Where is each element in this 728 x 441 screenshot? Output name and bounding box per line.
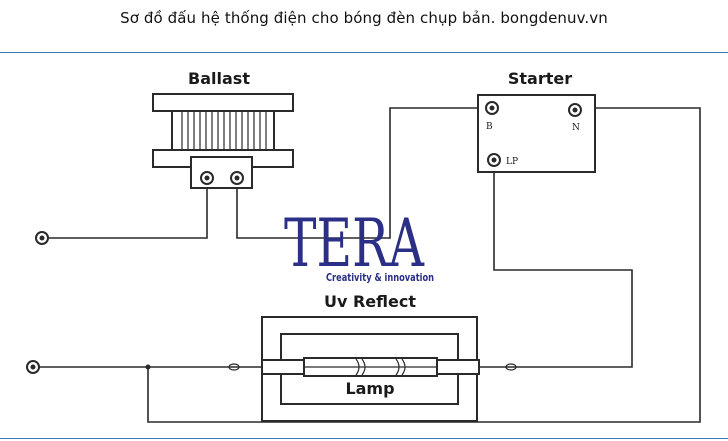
lamp-end-cap-left [261,359,305,375]
ballast-terminal-block [190,156,253,189]
wire-ballast-to-starter [236,107,492,239]
starter-pin-n-label: N [572,123,580,133]
lamp-label: Lamp [345,379,394,398]
input-terminal-top [35,231,49,245]
wire-starter-n-return [147,107,701,423]
lamp-lead-right [505,363,517,371]
page-title: Sơ đồ đấu hệ thống điện cho bóng đèn chụ… [120,9,608,27]
wires [38,107,701,423]
wire-junction [145,364,151,370]
uv-lamp: Lamp [228,357,517,398]
lamp-end-cap-right [436,359,480,375]
ballast-core [171,110,275,151]
wire-terminal-to-ballast [48,180,208,239]
reflector-label: Uv Reflect [324,292,416,311]
wire-starter-lp-to-lamp [493,162,633,368]
starter-pin-b-label: B [486,122,493,132]
lamp-lead-left [228,363,240,371]
starter-label: Starter [508,69,572,88]
input-terminal-bottom [26,360,40,374]
starter: Starter B N LP [477,69,596,173]
uv-reflector: Uv Reflect [261,292,478,422]
ballast: Ballast [152,69,294,189]
bottom-divider [0,438,728,439]
ballast-top-plate [152,93,294,112]
title-divider [0,52,728,53]
tera-logo: TERA Creativity & innovation [284,205,434,284]
logo-tagline: Creativity & innovation [326,271,434,284]
logo-brand: TERA [284,205,425,282]
starter-pin-lp-label: LP [506,157,518,167]
ballast-coil [181,111,267,150]
ballast-label: Ballast [188,69,250,88]
